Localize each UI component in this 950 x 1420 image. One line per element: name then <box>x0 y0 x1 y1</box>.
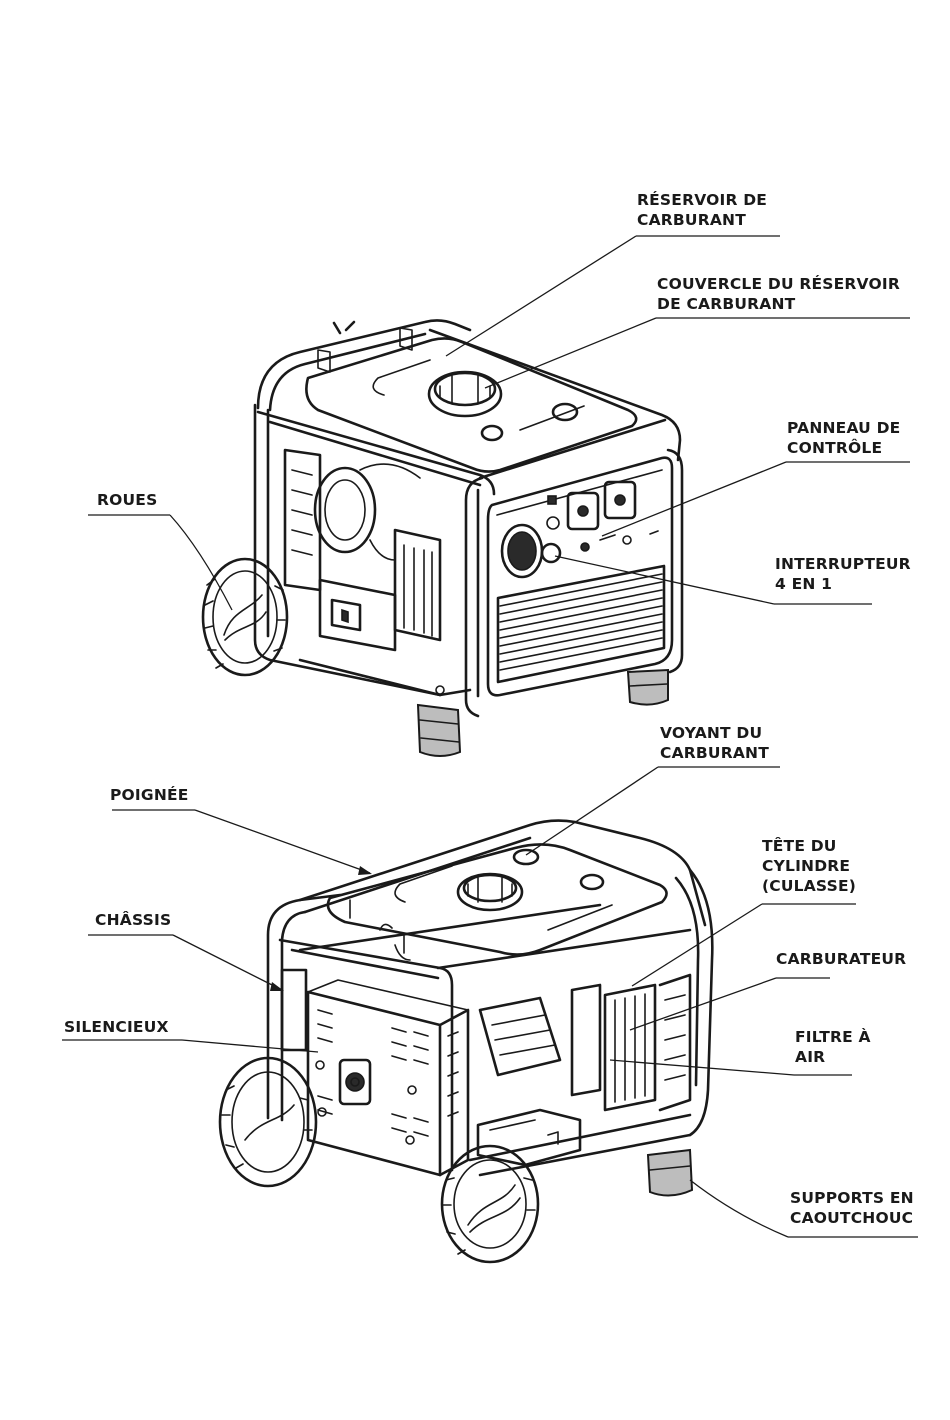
label-air-filter: FILTRE À AIR <box>795 1027 871 1067</box>
label-fuel-gauge: VOYANT DU CARBURANT <box>660 723 769 763</box>
label-fuel-tank: RÉSERVOIR DE CARBURANT <box>637 190 767 230</box>
label-control-panel: PANNEAU DE CONTRÔLE <box>787 418 900 458</box>
label-4in1-switch: INTERRUPTEUR 4 EN 1 <box>775 554 911 594</box>
label-rubber-mounts: SUPPORTS EN CAOUTCHOUC <box>790 1188 914 1228</box>
label-muffler: SILENCIEUX <box>64 1017 169 1037</box>
label-cylinder-head: TÊTE DU CYLINDRE (CULASSE) <box>762 836 856 896</box>
label-wheels: ROUES <box>97 490 157 510</box>
label-handle: POIGNÉE <box>110 785 189 805</box>
generator-front-view <box>203 320 682 756</box>
label-fuel-tank-cap: COUVERCLE DU RÉSERVOIR DE CARBURANT <box>657 274 900 314</box>
label-chassis: CHÂSSIS <box>95 910 171 930</box>
wheel-top <box>203 559 287 675</box>
label-carburetor: CARBURATEUR <box>776 949 906 969</box>
front-grille <box>498 566 664 682</box>
generator-rear-view <box>220 821 712 1262</box>
leader-lines <box>62 236 918 1237</box>
